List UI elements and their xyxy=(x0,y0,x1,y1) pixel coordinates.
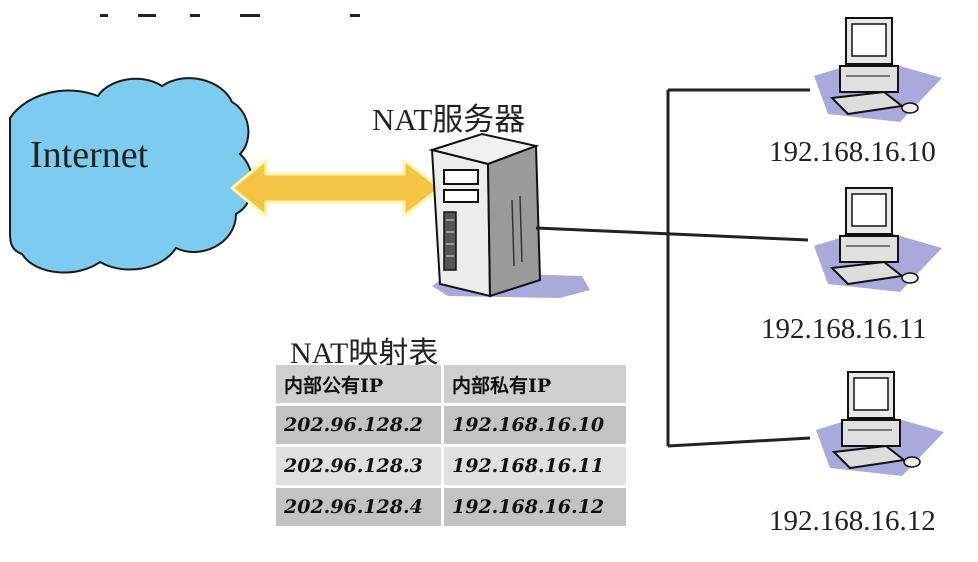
computer-ip-label: 192.168.16.12 xyxy=(769,505,936,537)
network-lines xyxy=(535,88,811,448)
private-ip-cell: 192.168.16.11 xyxy=(444,447,626,485)
table-row: 202.96.128.2 192.168.16.10 xyxy=(276,406,626,444)
computer-ip-label: 192.168.16.11 xyxy=(761,313,927,345)
title-fragment xyxy=(100,14,108,17)
public-ip-cell: 202.96.128.3 xyxy=(276,447,444,485)
title-fragment xyxy=(190,14,200,17)
computer-icon xyxy=(816,371,944,476)
table-row: 202.96.128.4 192.168.16.12 xyxy=(276,488,626,526)
public-ip-cell: 202.96.128.2 xyxy=(276,406,444,444)
nat-table-title: NAT映射表 xyxy=(290,337,439,370)
nat-mapping-table: 内部公有IP 内部私有IP 202.96.128.2 192.168.16.10… xyxy=(276,362,626,529)
server-icon xyxy=(428,132,590,298)
server-label: NAT服务器 xyxy=(372,102,526,137)
public-ip-cell: 202.96.128.4 xyxy=(276,488,444,526)
private-ip-cell: 192.168.16.12 xyxy=(444,488,626,526)
internet-label: Internet xyxy=(30,134,149,176)
bidirectional-arrow xyxy=(230,158,442,218)
column-header: 内部公有IP xyxy=(276,365,444,403)
table-row: 202.96.128.3 192.168.16.11 xyxy=(276,447,626,485)
column-header: 内部私有IP xyxy=(444,365,626,403)
title-fragment xyxy=(350,14,360,17)
table-header-row: 内部公有IP 内部私有IP xyxy=(276,365,626,403)
title-fragment xyxy=(138,14,156,17)
computer-icon xyxy=(814,17,942,122)
computer-icon xyxy=(814,187,942,292)
computer-ip-label: 192.168.16.10 xyxy=(769,136,936,168)
title-fragment xyxy=(240,14,260,17)
private-ip-cell: 192.168.16.10 xyxy=(444,406,626,444)
